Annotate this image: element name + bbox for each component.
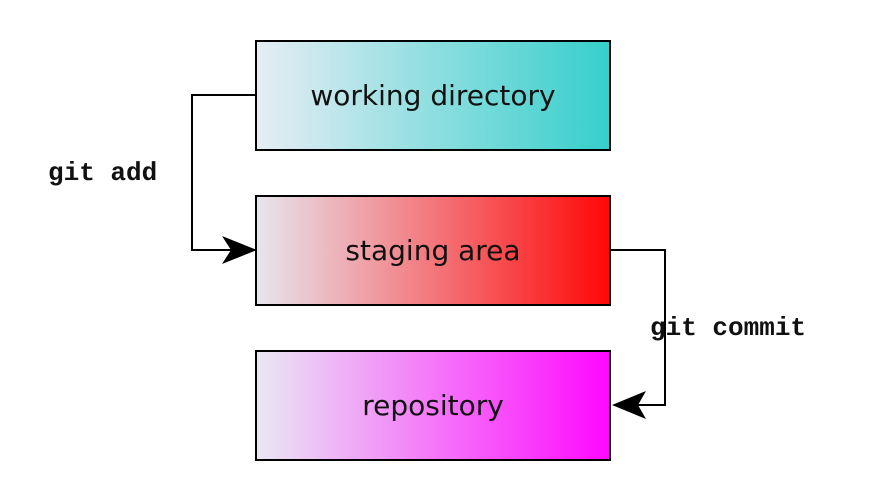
git-add-arrow xyxy=(191,94,255,251)
repository-box: repository xyxy=(255,350,611,461)
working-directory-box: working directory xyxy=(255,40,611,151)
git-add-arrowhead xyxy=(222,236,257,264)
git-commit-label: git commit xyxy=(650,313,807,343)
git-add-label: git add xyxy=(48,158,158,188)
staging-area-label: staging area xyxy=(345,234,521,267)
staging-area-box: staging area xyxy=(255,195,611,306)
working-directory-label: working directory xyxy=(310,79,556,112)
repository-label: repository xyxy=(362,389,504,422)
git-commit-arrowhead xyxy=(612,391,646,419)
